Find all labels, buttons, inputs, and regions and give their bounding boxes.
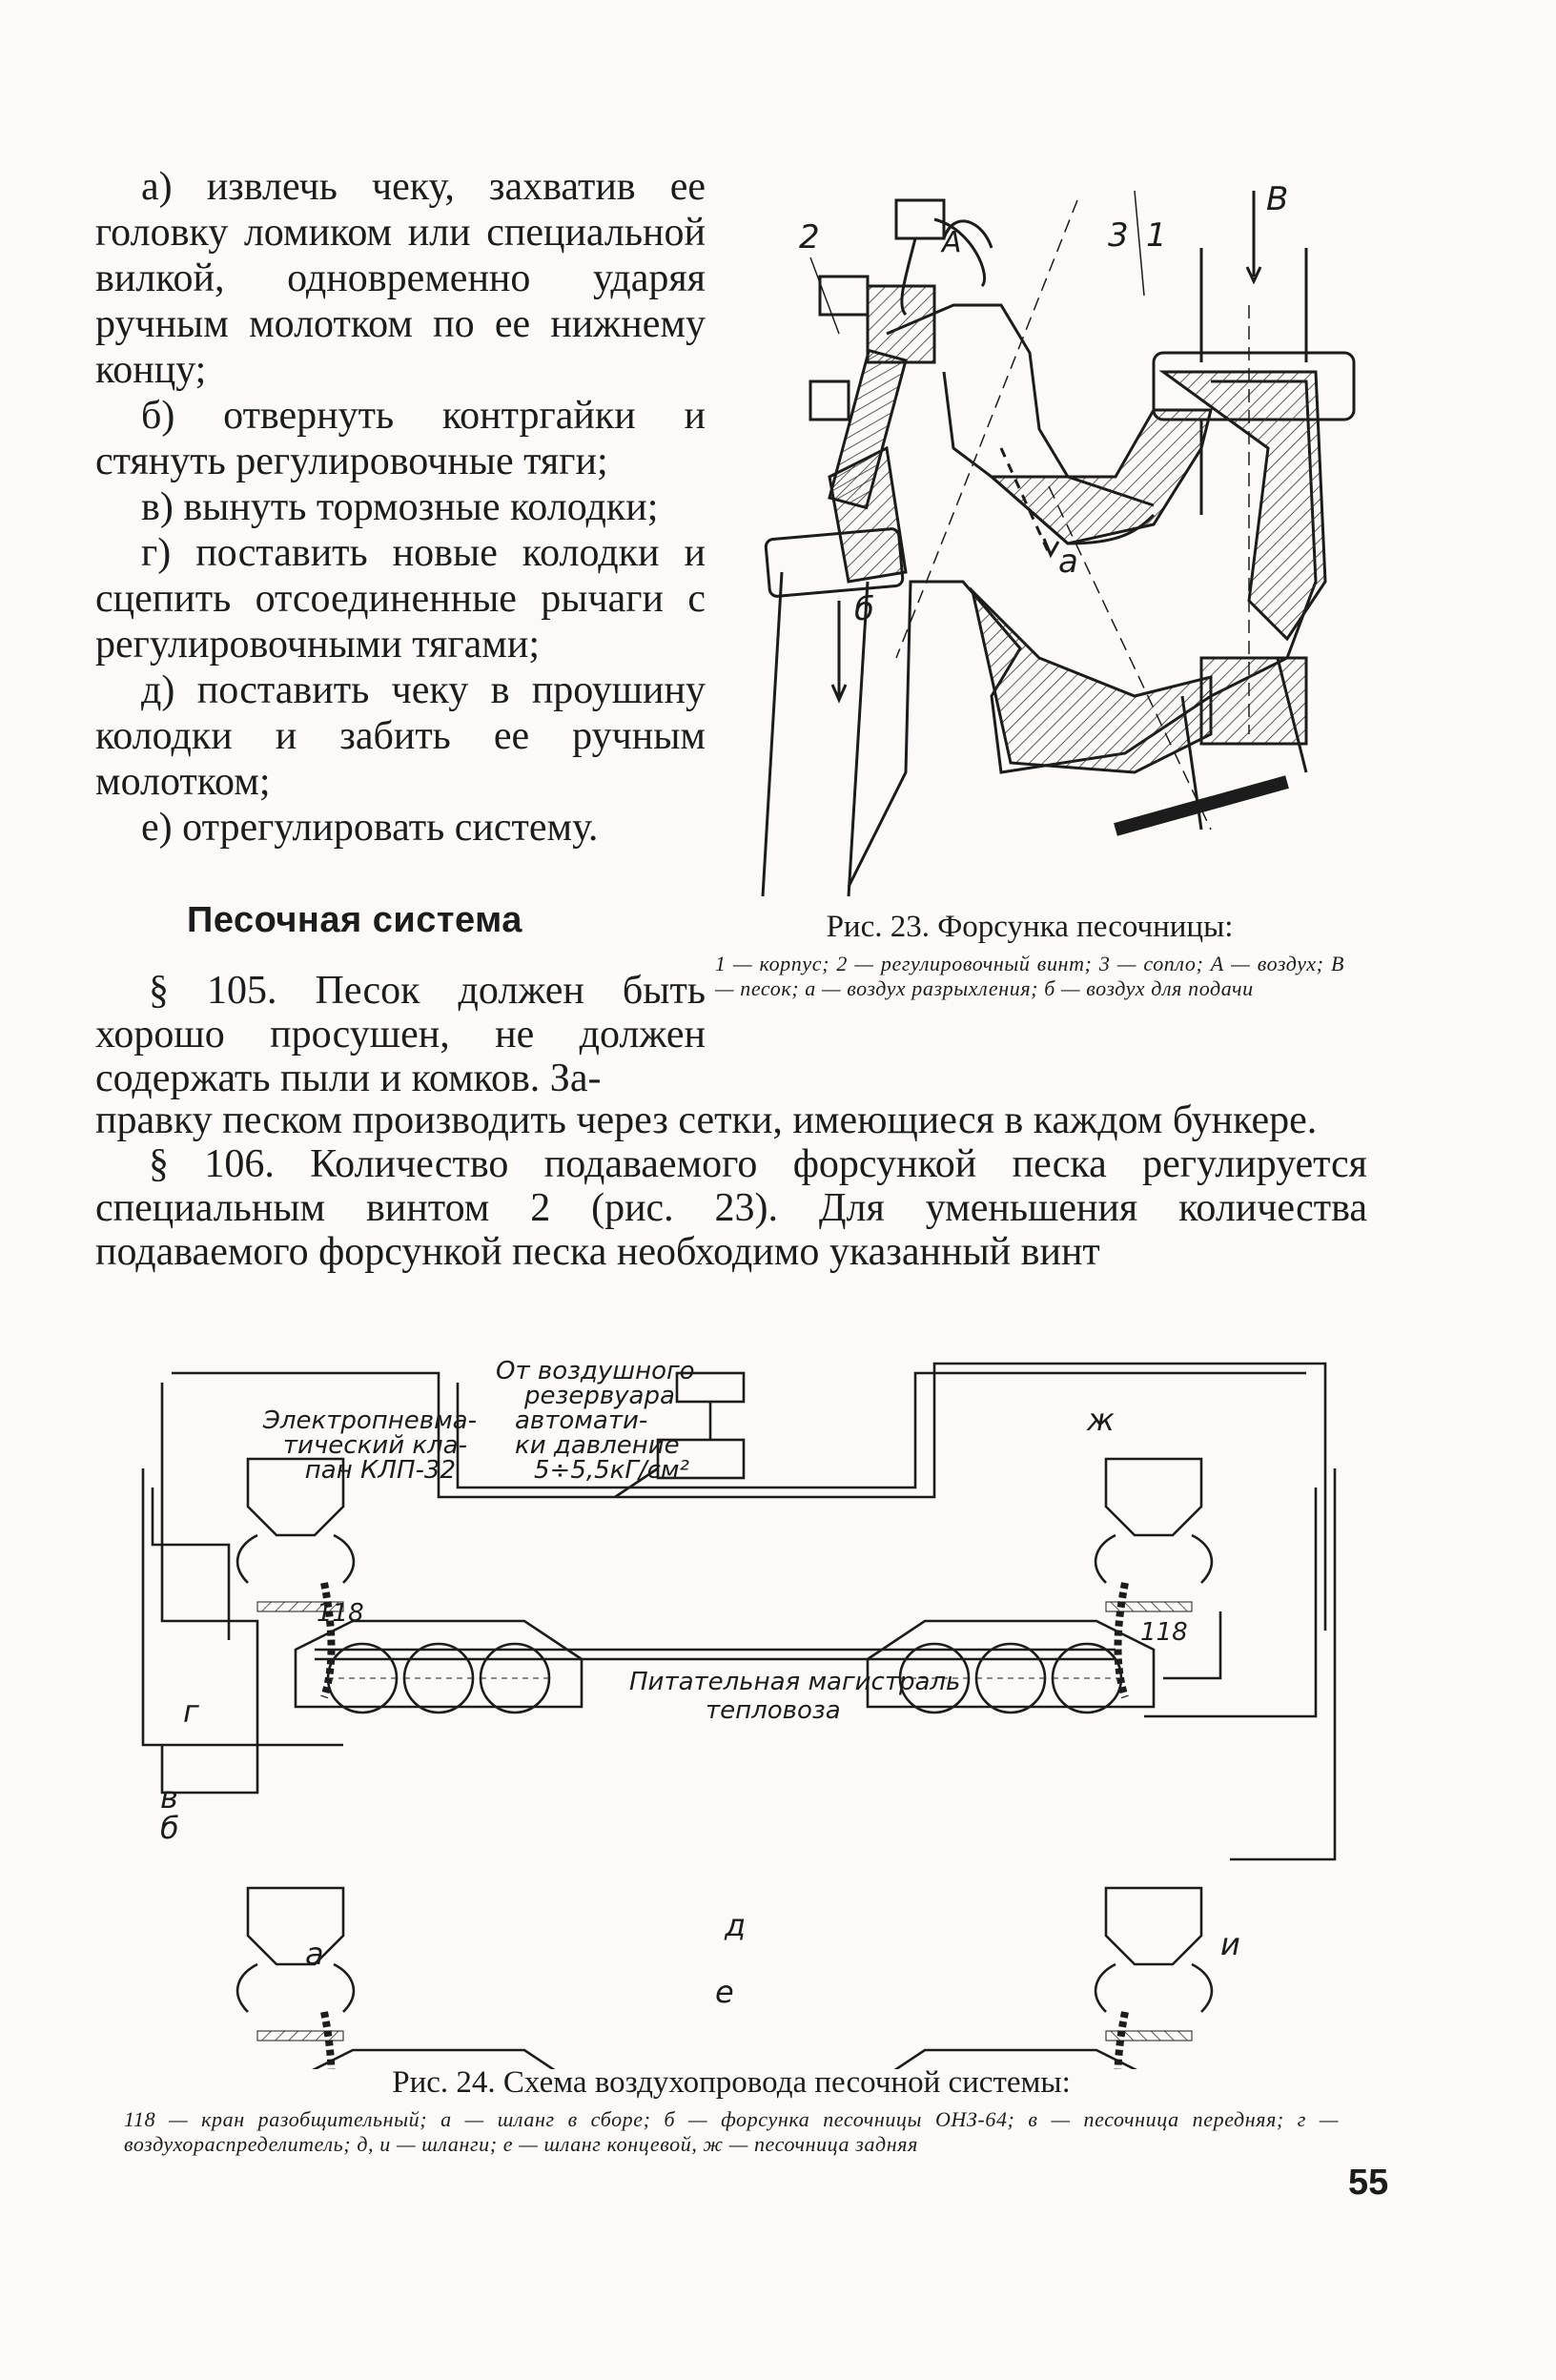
label-v: в: [160, 1779, 178, 1816]
label-main-1: Питательная магистраль: [629, 1668, 960, 1696]
steps-list: а) извлечь чеку, захватив ее головку лом…: [95, 164, 706, 851]
fig23-label-a: а: [1058, 543, 1078, 581]
step-d: д) поставить чеку в проушину колодки и з…: [95, 668, 706, 804]
step-g: г) поставить новые колодки и сцепить отс…: [95, 531, 706, 667]
fig23-label-b: б: [854, 590, 874, 628]
figure-23-nozzle-drawing: 2 3 1 В А а б: [761, 180, 1356, 897]
label-118-left: 118: [317, 1599, 364, 1628]
figure-24-air-scheme: От воздушного резервуара автомати- ки да…: [141, 1357, 1337, 2069]
paragraph-105-start: § 105. Песок должен быть хорошо просушен…: [95, 969, 706, 1100]
section-title: Песочная система: [187, 900, 522, 940]
sand-hopper: [246, 1886, 345, 1966]
page-number: 55: [1348, 2163, 1389, 2203]
fig23-label-B: В: [1266, 180, 1288, 218]
step-b: б) отвернуть контргайки и стянуть регули…: [95, 394, 706, 483]
hose-segment: [1105, 2030, 1193, 2041]
figure-23-title: Рис. 23. Форсунка песочницы:: [826, 910, 1234, 944]
label-valve-3: пан КЛП-32: [305, 1456, 456, 1485]
fig23-label-3: 3: [1108, 216, 1129, 255]
fig23-label-1: 1: [1146, 216, 1167, 255]
label-d: д: [724, 1907, 746, 1943]
sand-hopper: [246, 1457, 345, 1537]
paragraph-105-end: правку песком производить через сетки, и…: [95, 1098, 1318, 1142]
figure-24-caption: Рис. 24. Схема воздухопровода песочной с…: [95, 2063, 1367, 2157]
label-118-right: 118: [1140, 1618, 1188, 1647]
label-valve-2: тический кла-: [283, 1431, 467, 1460]
figure-24-title: Рис. 24. Схема воздухопровода песочной с…: [392, 2065, 1071, 2100]
label-a: а: [305, 1936, 324, 1972]
fig23-label-2: 2: [799, 218, 820, 256]
nozzle-pipe: [1094, 1533, 1214, 1584]
figure-24-legend: 118 — кран разобщительный; а — шланг в с…: [124, 2107, 1339, 2156]
hose-segment: [256, 2030, 344, 2041]
figure-23-caption: Рис. 23. Форсунка песочницы: 1 — корпус;…: [715, 908, 1344, 1001]
label-main-2: тепловоза: [706, 1696, 841, 1725]
step-a: а) извлечь чеку, захватив ее головку лом…: [95, 165, 706, 392]
bogie: [235, 1457, 584, 1714]
step-v: в) вынуть тормозные колодки;: [141, 485, 659, 529]
label-b: б: [160, 1810, 179, 1846]
bogie: [893, 1886, 1214, 2069]
hose: [320, 1582, 336, 1699]
step-e: е) отрегулировать систему.: [141, 806, 599, 850]
label-from-air-3: автомати-: [515, 1406, 647, 1435]
label-i: и: [1220, 1926, 1240, 1962]
label-from-air-5: 5÷5,5кГ/см²: [534, 1456, 689, 1485]
label-from-air-2: резервуара: [523, 1382, 675, 1410]
nozzle-pipe: [235, 1533, 356, 1584]
paragraph-106: § 106. Количество подаваемого форсункой …: [95, 1142, 1367, 1274]
sand-hopper: [1104, 1886, 1203, 1966]
sand-hopper: [1104, 1457, 1203, 1537]
bogie-frame: [893, 2048, 1137, 2069]
bogie-frame: [294, 1619, 584, 1709]
label-zh: ж: [1086, 1402, 1115, 1438]
bogie: [866, 1457, 1214, 1714]
bogie: [235, 1886, 556, 2069]
label-from-air-4: ки давление: [515, 1431, 680, 1460]
hose-segment: [256, 1601, 344, 1612]
nozzle-pipe: [1094, 1962, 1214, 2013]
nozzle-pipe: [235, 1962, 356, 2013]
label-g: г: [183, 1693, 199, 1730]
hose: [1114, 1582, 1129, 1699]
label-e: е: [715, 1974, 734, 2010]
hose-segment: [1105, 1601, 1193, 1612]
label-valve-1: Электропневма-: [262, 1406, 477, 1435]
figure-23-legend: 1 — корпус; 2 — регулировочный винт; 3 —…: [715, 952, 1344, 1000]
paragraph-105-left: § 105. Песок должен быть хорошо просушен…: [95, 969, 706, 1100]
paragraphs-full-width: правку песком производить через сетки, и…: [95, 1098, 1367, 1274]
bogie-frame: [866, 1619, 1156, 1709]
label-from-air-1: От воздушного: [496, 1357, 695, 1385]
bogie-frame: [312, 2048, 556, 2069]
bogie-group: [235, 1457, 1214, 2069]
fig23-label-A: А: [940, 226, 962, 259]
